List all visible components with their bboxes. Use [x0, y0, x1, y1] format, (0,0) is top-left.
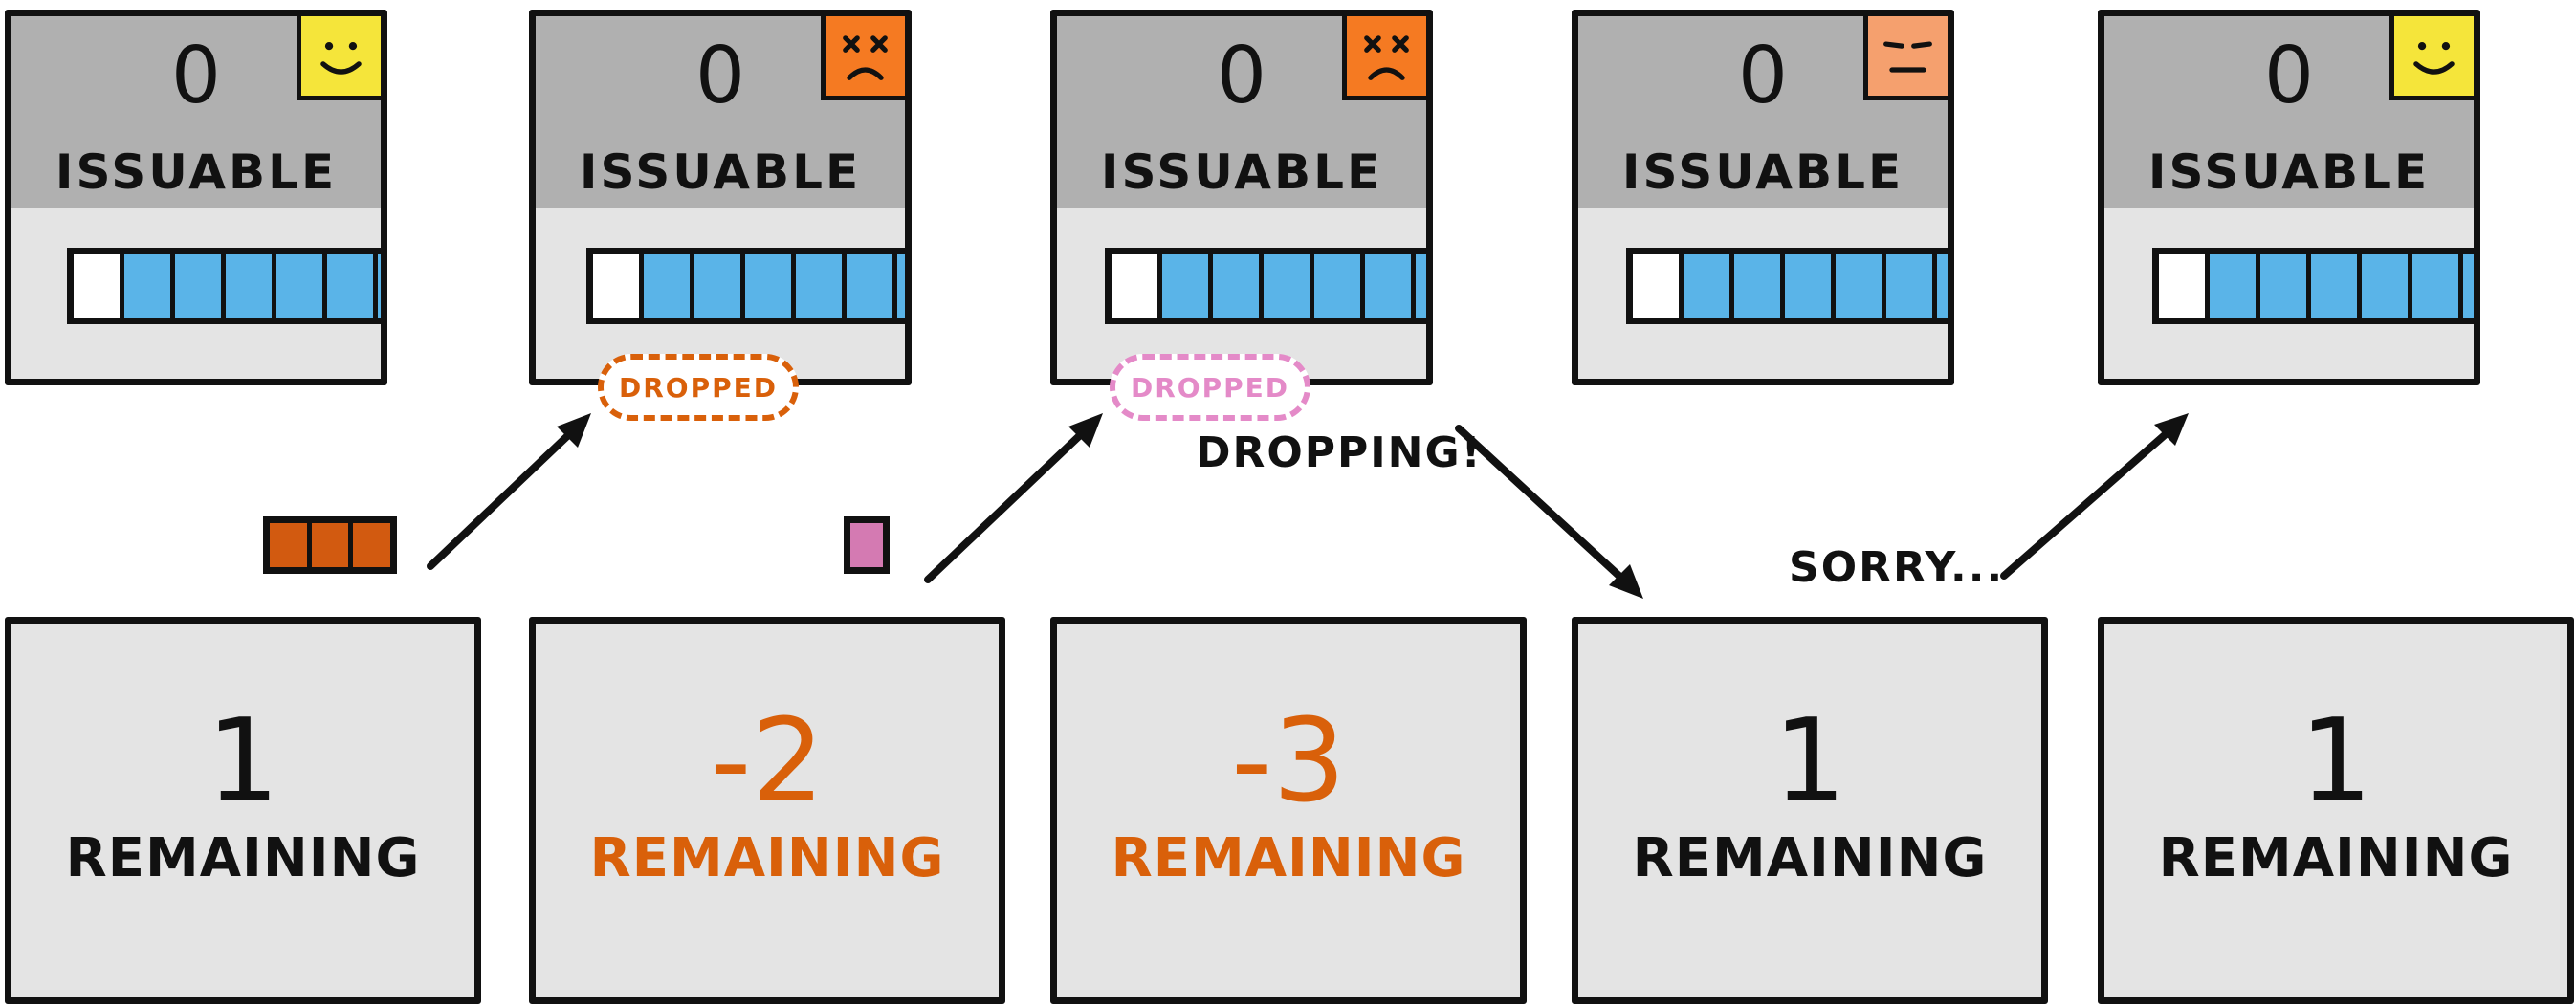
dropped-badge: DROPPED: [598, 354, 799, 421]
token-slot: [842, 254, 892, 318]
token-slot: [791, 254, 842, 318]
issuable-count: 0: [2263, 31, 2315, 121]
token-slot: [2256, 254, 2306, 318]
remaining-panel: 1 REMAINING: [5, 617, 481, 1004]
issuable-label: ISSUABLE: [579, 144, 862, 200]
token-slot: [322, 254, 373, 318]
token-bar: [1105, 248, 1426, 324]
token-slot: [1208, 254, 1259, 318]
issuable-panel: 0 ISSUABLE: [1050, 10, 1433, 385]
arrowhead: [557, 413, 591, 448]
remaining-count: -3: [1231, 695, 1346, 828]
arrowhead: [2154, 413, 2189, 446]
token-slot: [1259, 254, 1310, 318]
token-slot: [1831, 254, 1882, 318]
happy-face-icon: [2389, 16, 2474, 100]
token-slot: [892, 254, 905, 318]
token-slot: [373, 254, 381, 318]
arrow-up-right: [2000, 417, 2185, 580]
issuable-panel: 0 ISSUABLE: [1572, 10, 1954, 385]
remaining-label: REMAINING: [1632, 827, 1988, 889]
token-slot: [1729, 254, 1780, 318]
dizzy-face-icon: [1342, 16, 1426, 100]
remaining-count: 1: [206, 695, 280, 828]
dropped-badge: DROPPED: [1110, 354, 1310, 421]
neutral-face-icon: [1863, 16, 1948, 100]
token-slot: [1157, 254, 1208, 318]
remaining-label: REMAINING: [2158, 827, 2514, 889]
token-slot: [170, 254, 221, 318]
arrowhead: [1609, 564, 1643, 599]
remaining-panel: 1 REMAINING: [2098, 617, 2574, 1004]
token-slot: [272, 254, 322, 318]
remaining-panel: -2 REMAINING: [529, 617, 1005, 1004]
token-slot: [2408, 254, 2458, 318]
token-slot-empty: [74, 254, 120, 318]
remaining-panel: 1 REMAINING: [1572, 617, 2048, 1004]
token-slot: [740, 254, 791, 318]
token-slot-empty: [2159, 254, 2205, 318]
token-bar: [586, 248, 905, 324]
token-bar: [1626, 248, 1948, 324]
token-slot: [1310, 254, 1360, 318]
issuable-count: 0: [1216, 31, 1267, 121]
token-slot: [2357, 254, 2408, 318]
token-slot-empty: [1633, 254, 1679, 318]
arrow-down-right: [1455, 425, 1640, 595]
remaining-label: REMAINING: [65, 827, 421, 889]
token-slot: [1679, 254, 1729, 318]
issuable-label: ISSUABLE: [1621, 144, 1904, 200]
request-chip: [844, 516, 890, 574]
token-bar: [2152, 248, 2474, 324]
issuable-panel: 0 ISSUABLE: [5, 10, 387, 385]
token-slot: [2458, 254, 2474, 318]
token-slot-empty: [1112, 254, 1157, 318]
sorry-annotation: SORRY...: [1789, 543, 2005, 592]
remaining-label: REMAINING: [589, 827, 945, 889]
token-bar: [67, 248, 381, 324]
dizzy-face-icon: [821, 16, 905, 100]
arrow-up-right: [427, 417, 587, 570]
token-slot: [1780, 254, 1831, 318]
issuable-panel: 0 ISSUABLE: [2098, 10, 2480, 385]
dropping-annotation: DROPPING!: [1196, 428, 1483, 477]
chip-segment: [850, 523, 883, 567]
arrowhead: [1068, 413, 1103, 448]
token-slot-empty: [593, 254, 639, 318]
issuable-count: 0: [170, 31, 222, 121]
happy-face-icon: [297, 16, 381, 100]
token-slot: [1882, 254, 1932, 318]
token-slot: [1411, 254, 1426, 318]
chip-segment: [348, 523, 391, 567]
request-chip: [263, 516, 397, 574]
arrow-up-right: [924, 417, 1099, 583]
remaining-panel: -3 REMAINING: [1050, 617, 1527, 1004]
issuable-label: ISSUABLE: [1100, 144, 1383, 200]
token-slot: [221, 254, 272, 318]
token-slot: [1360, 254, 1411, 318]
token-slot: [120, 254, 170, 318]
token-slot: [1932, 254, 1948, 318]
remaining-label: REMAINING: [1111, 827, 1466, 889]
issuable-panel: 0 ISSUABLE: [529, 10, 912, 385]
remaining-count: -2: [710, 695, 825, 828]
issuable-label: ISSUABLE: [55, 144, 338, 200]
token-slot: [639, 254, 690, 318]
token-slot: [690, 254, 740, 318]
chip-segment: [306, 523, 349, 567]
remaining-count: 1: [2299, 695, 2373, 828]
issuable-count: 0: [1737, 31, 1789, 121]
remaining-count: 1: [1772, 695, 1847, 828]
token-slot: [2205, 254, 2256, 318]
issuable-label: ISSUABLE: [2147, 144, 2431, 200]
token-slot: [2306, 254, 2357, 318]
chip-segment: [270, 523, 307, 567]
issuable-count: 0: [694, 31, 746, 121]
